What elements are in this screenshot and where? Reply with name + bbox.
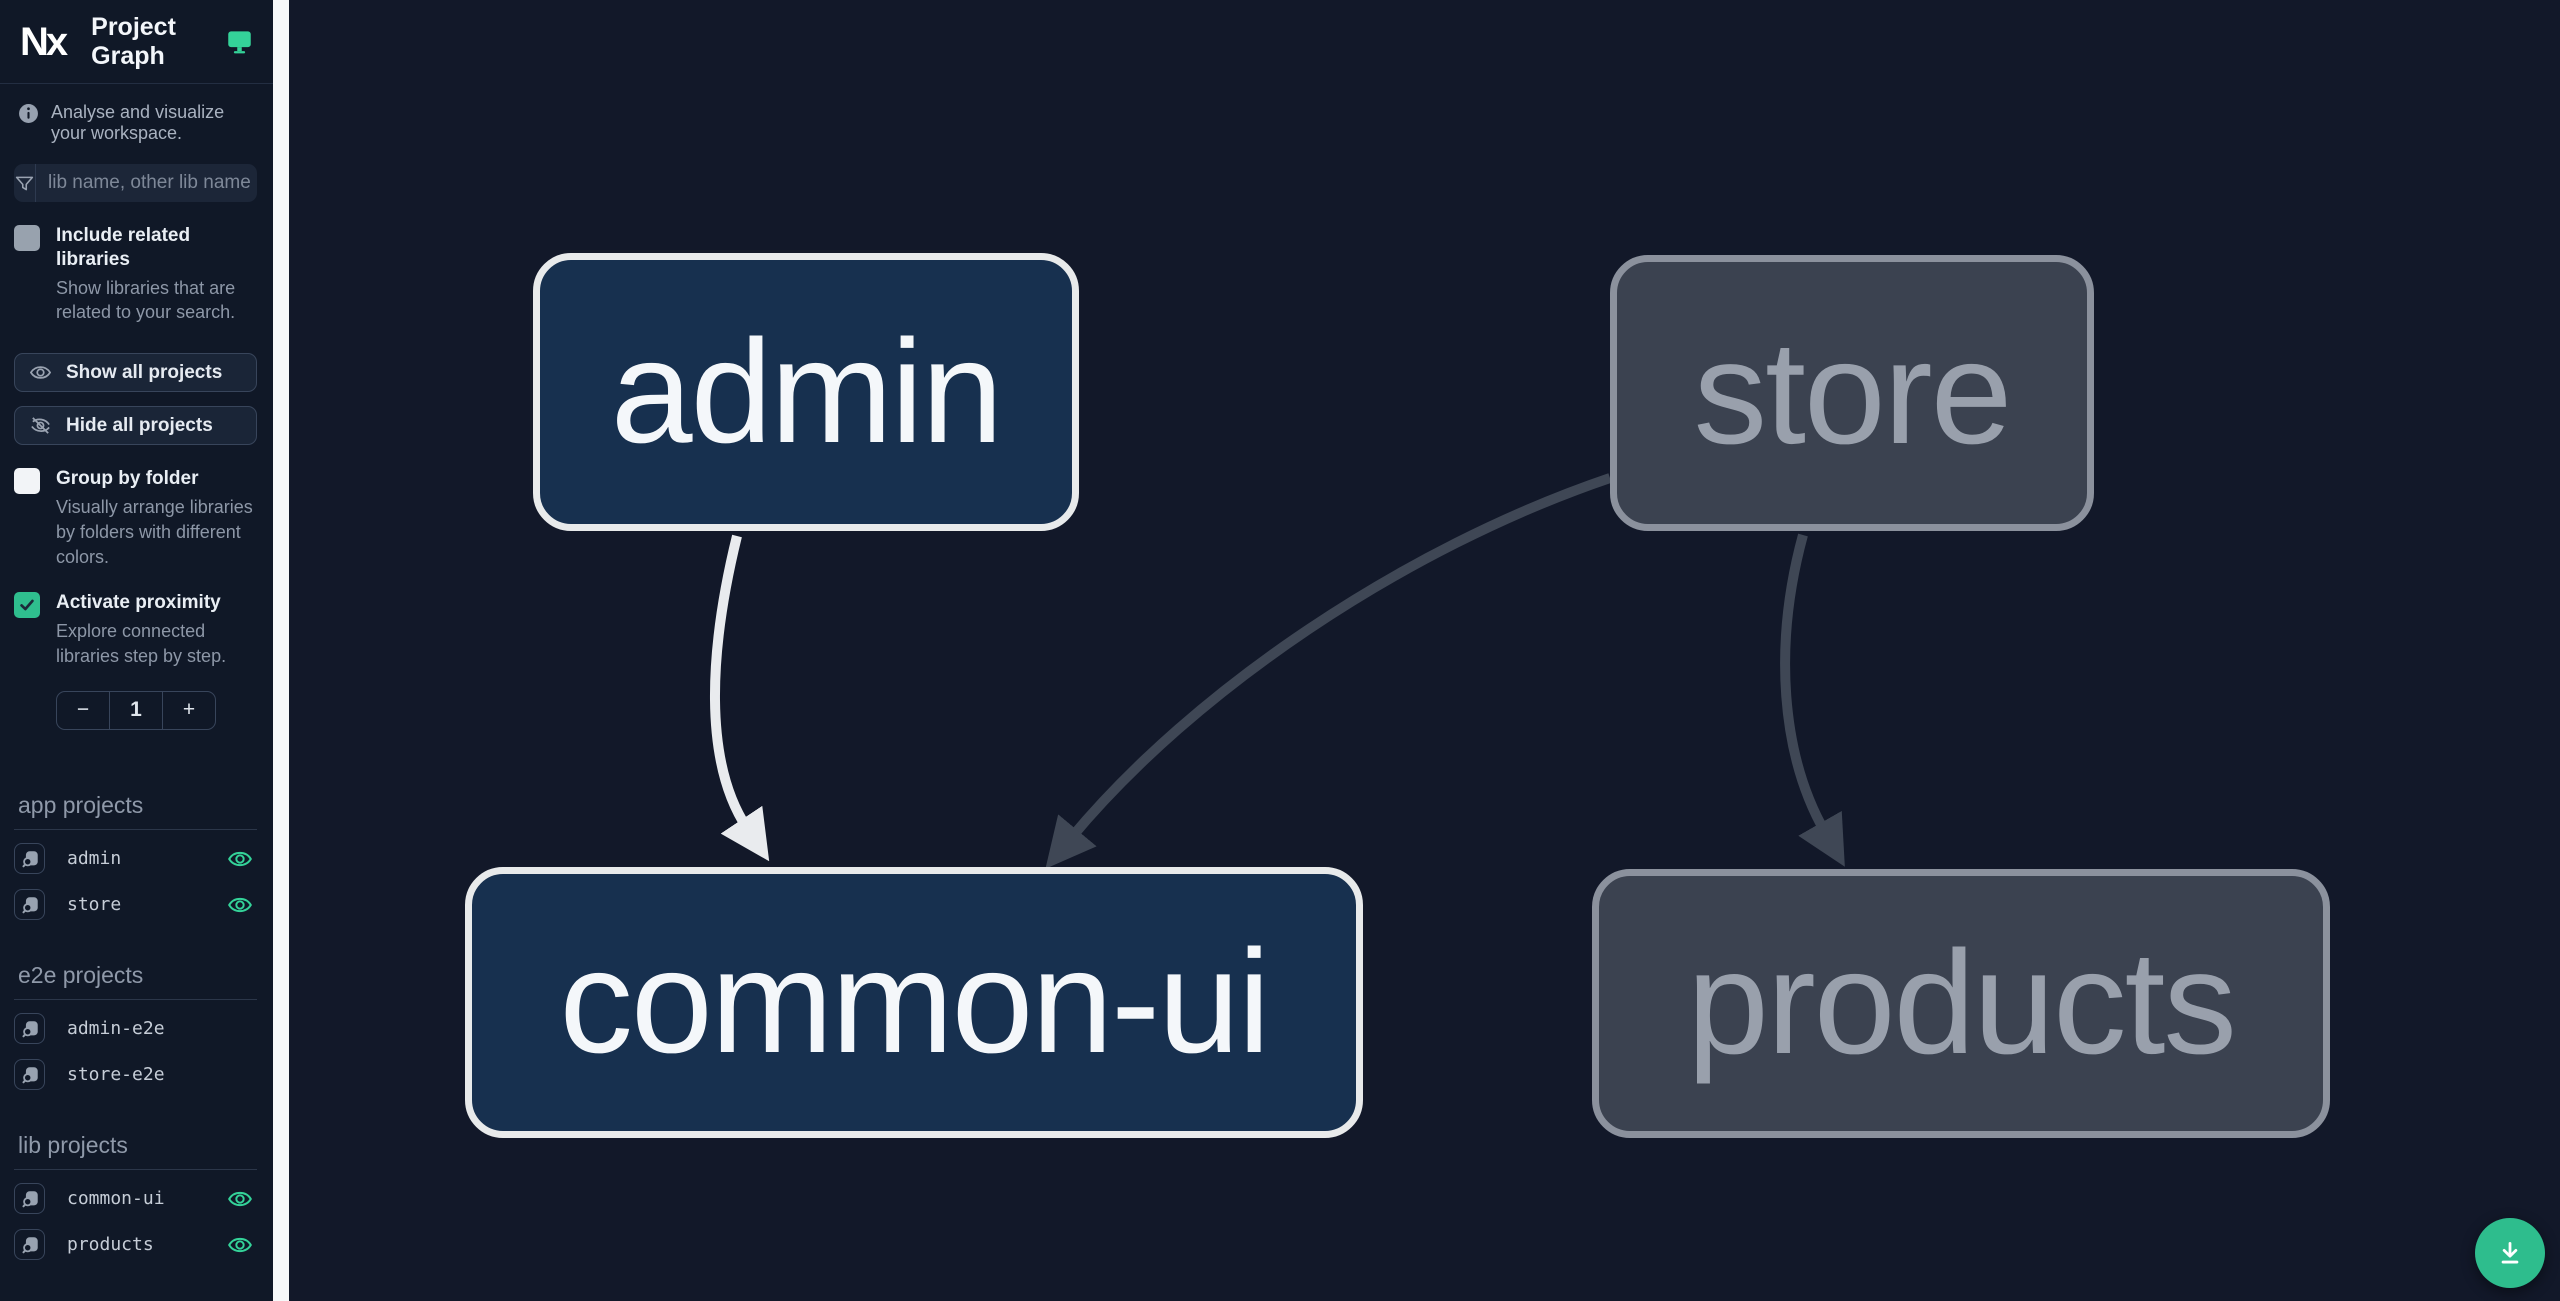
project-graph-canvas[interactable]: admin store common-ui products: [289, 0, 2560, 1301]
graph-node-admin[interactable]: admin: [533, 253, 1079, 531]
filter-funnel-icon: [14, 164, 36, 202]
include-related-row: Include related libraries Show libraries…: [14, 224, 257, 325]
project-name: products: [67, 1234, 154, 1256]
activate-proximity-checkbox[interactable]: [14, 592, 40, 619]
edge-store-to-products[interactable]: [1780, 533, 1845, 867]
section-e2e-projects: e2e projects admin-e2e store-e2e: [14, 962, 257, 1092]
node-label: admin: [610, 309, 1003, 474]
project-row-common-ui: common-ui: [14, 1182, 257, 1216]
search-box: [14, 164, 257, 202]
hide-all-projects-label: Hide all projects: [66, 414, 213, 436]
sidebar-resize-handle[interactable]: [273, 0, 289, 1301]
workspace-hint-text: Analyse and visualize your workspace.: [51, 102, 225, 143]
search-input[interactable]: [36, 172, 257, 194]
sidebar: Nx Project Graph Analyse and visualize y…: [0, 0, 273, 1301]
group-by-folder-row: Group by folder Visually arrange librari…: [14, 467, 257, 569]
checkmark-icon: [20, 599, 34, 611]
group-by-folder-description: Visually arrange libraries by folders wi…: [56, 496, 253, 567]
node-label: store: [1693, 310, 2013, 475]
focus-icon: [21, 1021, 38, 1038]
include-related-checkbox[interactable]: [14, 225, 40, 251]
project-row-admin-e2e: admin-e2e: [14, 1012, 257, 1046]
include-related-label[interactable]: Include related libraries: [56, 225, 191, 270]
focus-icon: [21, 851, 38, 868]
activate-proximity-label[interactable]: Activate proximity: [56, 592, 221, 614]
hide-all-projects-button[interactable]: Hide all projects: [14, 406, 257, 446]
proximity-stepper: − 1 +: [56, 690, 216, 730]
project-name: admin: [67, 848, 122, 870]
project-row-products: products: [14, 1228, 257, 1262]
node-label: products: [1687, 921, 2237, 1085]
activate-proximity-row: Activate proximity Explore connected lib…: [14, 591, 257, 668]
node-label: common-ui: [559, 920, 1270, 1084]
focus-project-button[interactable]: [14, 1183, 45, 1215]
app-header: Nx Project Graph: [0, 0, 273, 84]
page-title: Project Graph: [91, 12, 176, 70]
activate-proximity-description: Explore connected libraries step by step…: [56, 621, 227, 666]
toggle-visibility-eye-icon[interactable]: [227, 1186, 253, 1212]
focus-project-button[interactable]: [14, 1059, 45, 1091]
project-name: admin-e2e: [67, 1018, 165, 1040]
project-row-store: store: [14, 888, 257, 922]
nx-logo: Nx: [20, 19, 68, 64]
eye-icon: [29, 366, 52, 379]
graph-node-store[interactable]: store: [1610, 255, 2094, 531]
download-graph-button[interactable]: [2475, 1218, 2545, 1288]
graph-node-products[interactable]: products: [1592, 869, 2330, 1138]
section-title: app projects: [14, 792, 257, 830]
project-name: store: [67, 894, 122, 916]
focus-project-button[interactable]: [14, 843, 45, 875]
download-icon: [2501, 1242, 2519, 1264]
group-by-folder-checkbox[interactable]: [14, 468, 40, 495]
section-lib-projects: lib projects common-ui: [14, 1132, 257, 1262]
project-row-admin: admin: [14, 842, 257, 876]
info-icon: [18, 103, 39, 124]
edge-store-to-common-ui[interactable]: [1045, 473, 1612, 869]
focus-icon: [21, 1191, 38, 1208]
section-title: e2e projects: [14, 962, 257, 1000]
project-name: common-ui: [67, 1188, 165, 1210]
eye-off-icon: [31, 417, 50, 434]
toggle-visibility-eye-icon[interactable]: [227, 892, 253, 918]
project-row-store-e2e: store-e2e: [14, 1058, 257, 1092]
monitor-icon[interactable]: [226, 28, 253, 55]
focus-project-button[interactable]: [14, 889, 45, 921]
focus-icon: [21, 1237, 38, 1254]
group-by-folder-label[interactable]: Group by folder: [56, 468, 199, 490]
section-title: lib projects: [14, 1132, 257, 1170]
show-all-projects-label: Show all projects: [66, 361, 223, 383]
focus-project-button[interactable]: [14, 1229, 45, 1261]
graph-node-common-ui[interactable]: common-ui: [465, 867, 1363, 1138]
proximity-decrement-button[interactable]: −: [76, 698, 90, 722]
toggle-visibility-eye-icon[interactable]: [227, 1232, 253, 1258]
focus-project-button[interactable]: [14, 1013, 45, 1045]
section-app-projects: app projects admin: [14, 792, 257, 922]
include-related-description: Show libraries that are related to your …: [56, 277, 236, 323]
workspace-hint: Analyse and visualize your workspace.: [0, 84, 273, 144]
show-all-projects-button[interactable]: Show all projects: [14, 353, 257, 393]
toggle-visibility-eye-icon[interactable]: [227, 846, 253, 872]
proximity-value: 1: [109, 691, 163, 729]
proximity-increment-button[interactable]: +: [182, 698, 196, 722]
edge-admin-to-common-ui[interactable]: [710, 534, 770, 862]
graph-edges: [710, 473, 1845, 869]
project-name: store-e2e: [67, 1064, 165, 1086]
focus-icon: [21, 897, 38, 914]
focus-icon: [21, 1067, 38, 1084]
